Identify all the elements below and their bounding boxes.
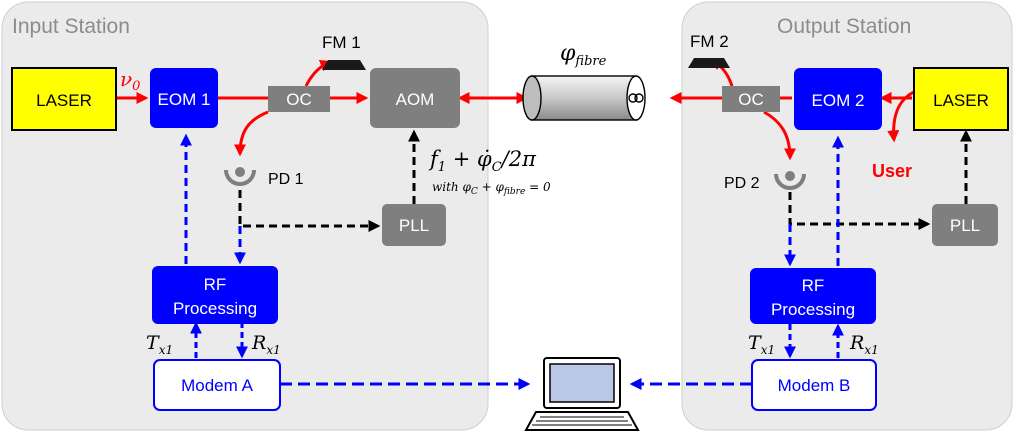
rx-left-label: Rx1	[251, 332, 281, 357]
modem-a-label: Modem A	[181, 376, 253, 395]
output-station-title: Output Station	[777, 15, 911, 38]
input-station-title: Input Station	[12, 15, 130, 38]
eom1-block: EOM 1	[150, 68, 218, 128]
rf-processing-left-block: RF Processing	[152, 266, 278, 324]
eom2-block: EOM 2	[794, 68, 882, 130]
tx-left-label: Tx1	[146, 332, 173, 357]
fm1-mirror	[322, 60, 366, 70]
modem-a-block: Modem A	[153, 359, 281, 411]
laptop-icon	[524, 357, 640, 431]
fm2-mirror	[688, 58, 730, 68]
phase-condition: with φC + φfibre = 0	[432, 180, 551, 197]
aom-label: AOM	[396, 90, 435, 109]
oc-right-block: OC	[722, 86, 780, 112]
eom1-label: EOM 1	[158, 90, 211, 109]
oc-right-label: OC	[738, 90, 764, 109]
rf-right-line1: RF	[802, 276, 825, 295]
pd1-photodiode	[224, 167, 256, 186]
pd2-photodiode	[774, 171, 806, 190]
laser-right-block: LASER	[913, 67, 1009, 131]
pll-left-block: PLL	[382, 204, 446, 246]
laser-right-label: LASER	[933, 91, 989, 110]
rf-left-line2: Processing	[173, 299, 257, 318]
fibre-phase-label: φfibre	[560, 41, 607, 69]
laser-left-label: LASER	[36, 91, 92, 110]
pd2-label: PD 2	[724, 175, 760, 192]
user-label: User	[872, 161, 912, 181]
oc-to-pd1-beam	[234, 110, 269, 157]
aom-block: AOM	[370, 68, 460, 128]
pd1-label: PD 1	[268, 171, 304, 188]
fm1-label: FM 1	[322, 33, 361, 52]
nu0-label: ν0	[120, 67, 140, 94]
modem-b-label: Modem B	[778, 376, 851, 395]
frequency-expression: f1 + φ̇C/2π	[428, 147, 537, 175]
oc2-to-pd2-beam	[763, 110, 796, 161]
rf-right-line2: Processing	[771, 300, 855, 319]
modem-b-block: Modem B	[751, 359, 877, 411]
rx-right-label: Rx1	[849, 332, 879, 357]
laser-to-user-beam	[887, 90, 915, 143]
fibre-spool	[522, 75, 646, 121]
tx-right-label: Tx1	[748, 332, 775, 357]
rf-left-line1: RF	[204, 275, 227, 294]
input-station-panel	[1, 1, 489, 431]
rf-processing-right-block: RF Processing	[750, 268, 876, 324]
oc-left-block: OC	[268, 86, 330, 112]
laser-left-block: LASER	[11, 67, 117, 131]
pll-right-label: PLL	[950, 216, 980, 235]
oc-left-label: OC	[286, 90, 312, 109]
fm2-label: FM 2	[690, 32, 729, 51]
pll-left-label: PLL	[399, 216, 429, 235]
eom2-label: EOM 2	[812, 91, 865, 110]
pll-right-block: PLL	[932, 204, 998, 246]
